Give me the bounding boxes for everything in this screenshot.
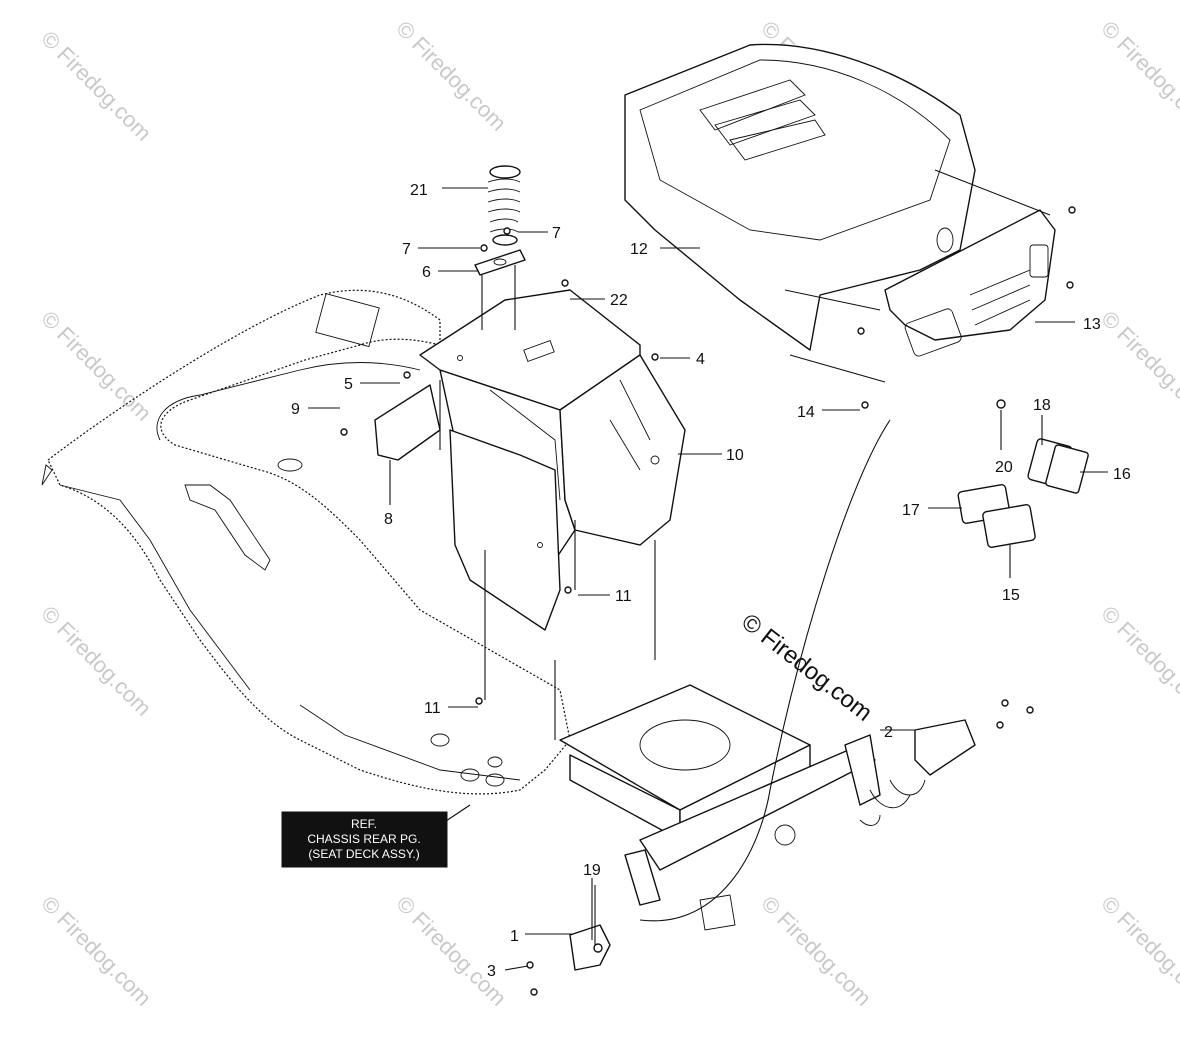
assembly-lines	[439, 169, 1051, 945]
callout-13: 13	[1083, 316, 1101, 333]
callout-16: 16	[1113, 466, 1131, 483]
dash-tower-part	[419, 289, 686, 631]
seat-deck-part	[41, 289, 571, 795]
watermark: © Firedog.com	[756, 891, 876, 1011]
callout-14: 14	[797, 404, 815, 421]
callout-5: 5	[344, 376, 353, 393]
center-watermark: © Firedog.com	[736, 608, 877, 726]
callout-9: 9	[291, 401, 300, 418]
grille-part	[884, 209, 1056, 357]
chassis-frame-part	[559, 684, 976, 971]
watermark: © Firedog.com	[36, 601, 156, 721]
watermark: © Firedog.com	[36, 26, 156, 146]
callout-15: 15	[1002, 587, 1020, 604]
callout-2: 2	[884, 724, 893, 741]
callout-17: 17	[902, 502, 920, 519]
callout-10: 10	[726, 447, 744, 464]
callout-18: 18	[1033, 397, 1051, 414]
leader-lines	[308, 187, 1108, 971]
headlight-parts	[957, 438, 1089, 548]
reference-box-line-2: CHASSIS REAR PG.	[307, 832, 420, 846]
callout-22: 22	[610, 292, 628, 309]
watermark: © Firedog.com	[1096, 891, 1180, 1011]
callout-11-lower: 11	[424, 700, 441, 717]
reference-box-line-3: (SEAT DECK ASSY.)	[308, 847, 419, 861]
hood-part	[624, 43, 976, 351]
callout-3: 3	[487, 963, 496, 980]
callout-12: 12	[630, 241, 648, 258]
fasteners	[340, 206, 1076, 996]
mount-plate-part	[474, 249, 526, 276]
callout-19: 19	[583, 862, 601, 879]
side-panel-part	[374, 384, 441, 461]
watermark: © Firedog.com	[1096, 16, 1180, 136]
watermark: © Firedog.com	[1096, 306, 1180, 426]
reference-box-line-1: REF.	[351, 817, 377, 831]
callout-7-upper: 7	[552, 225, 561, 242]
watermark: © Firedog.com	[391, 891, 511, 1011]
callout-4: 4	[696, 351, 705, 368]
callout-11-upper: 11	[615, 588, 632, 605]
watermark: © Firedog.com	[36, 306, 156, 426]
callout-20: 20	[995, 459, 1013, 476]
callout-8: 8	[384, 511, 393, 528]
callouts: 21 7 7 6 22 4 5 9 8 10 11 11 12 13 14 18…	[291, 182, 1131, 980]
seat-spring-part	[487, 165, 521, 246]
callout-1: 1	[510, 928, 519, 945]
watermark: © Firedog.com	[1096, 601, 1180, 721]
callout-6: 6	[422, 264, 431, 281]
callout-21: 21	[410, 182, 428, 199]
reference-box: REF. CHASSIS REAR PG. (SEAT DECK ASSY.)	[281, 811, 448, 868]
watermark: © Firedog.com	[36, 891, 156, 1011]
callout-7-lower: 7	[402, 241, 411, 258]
watermark: © Firedog.com	[391, 16, 511, 136]
